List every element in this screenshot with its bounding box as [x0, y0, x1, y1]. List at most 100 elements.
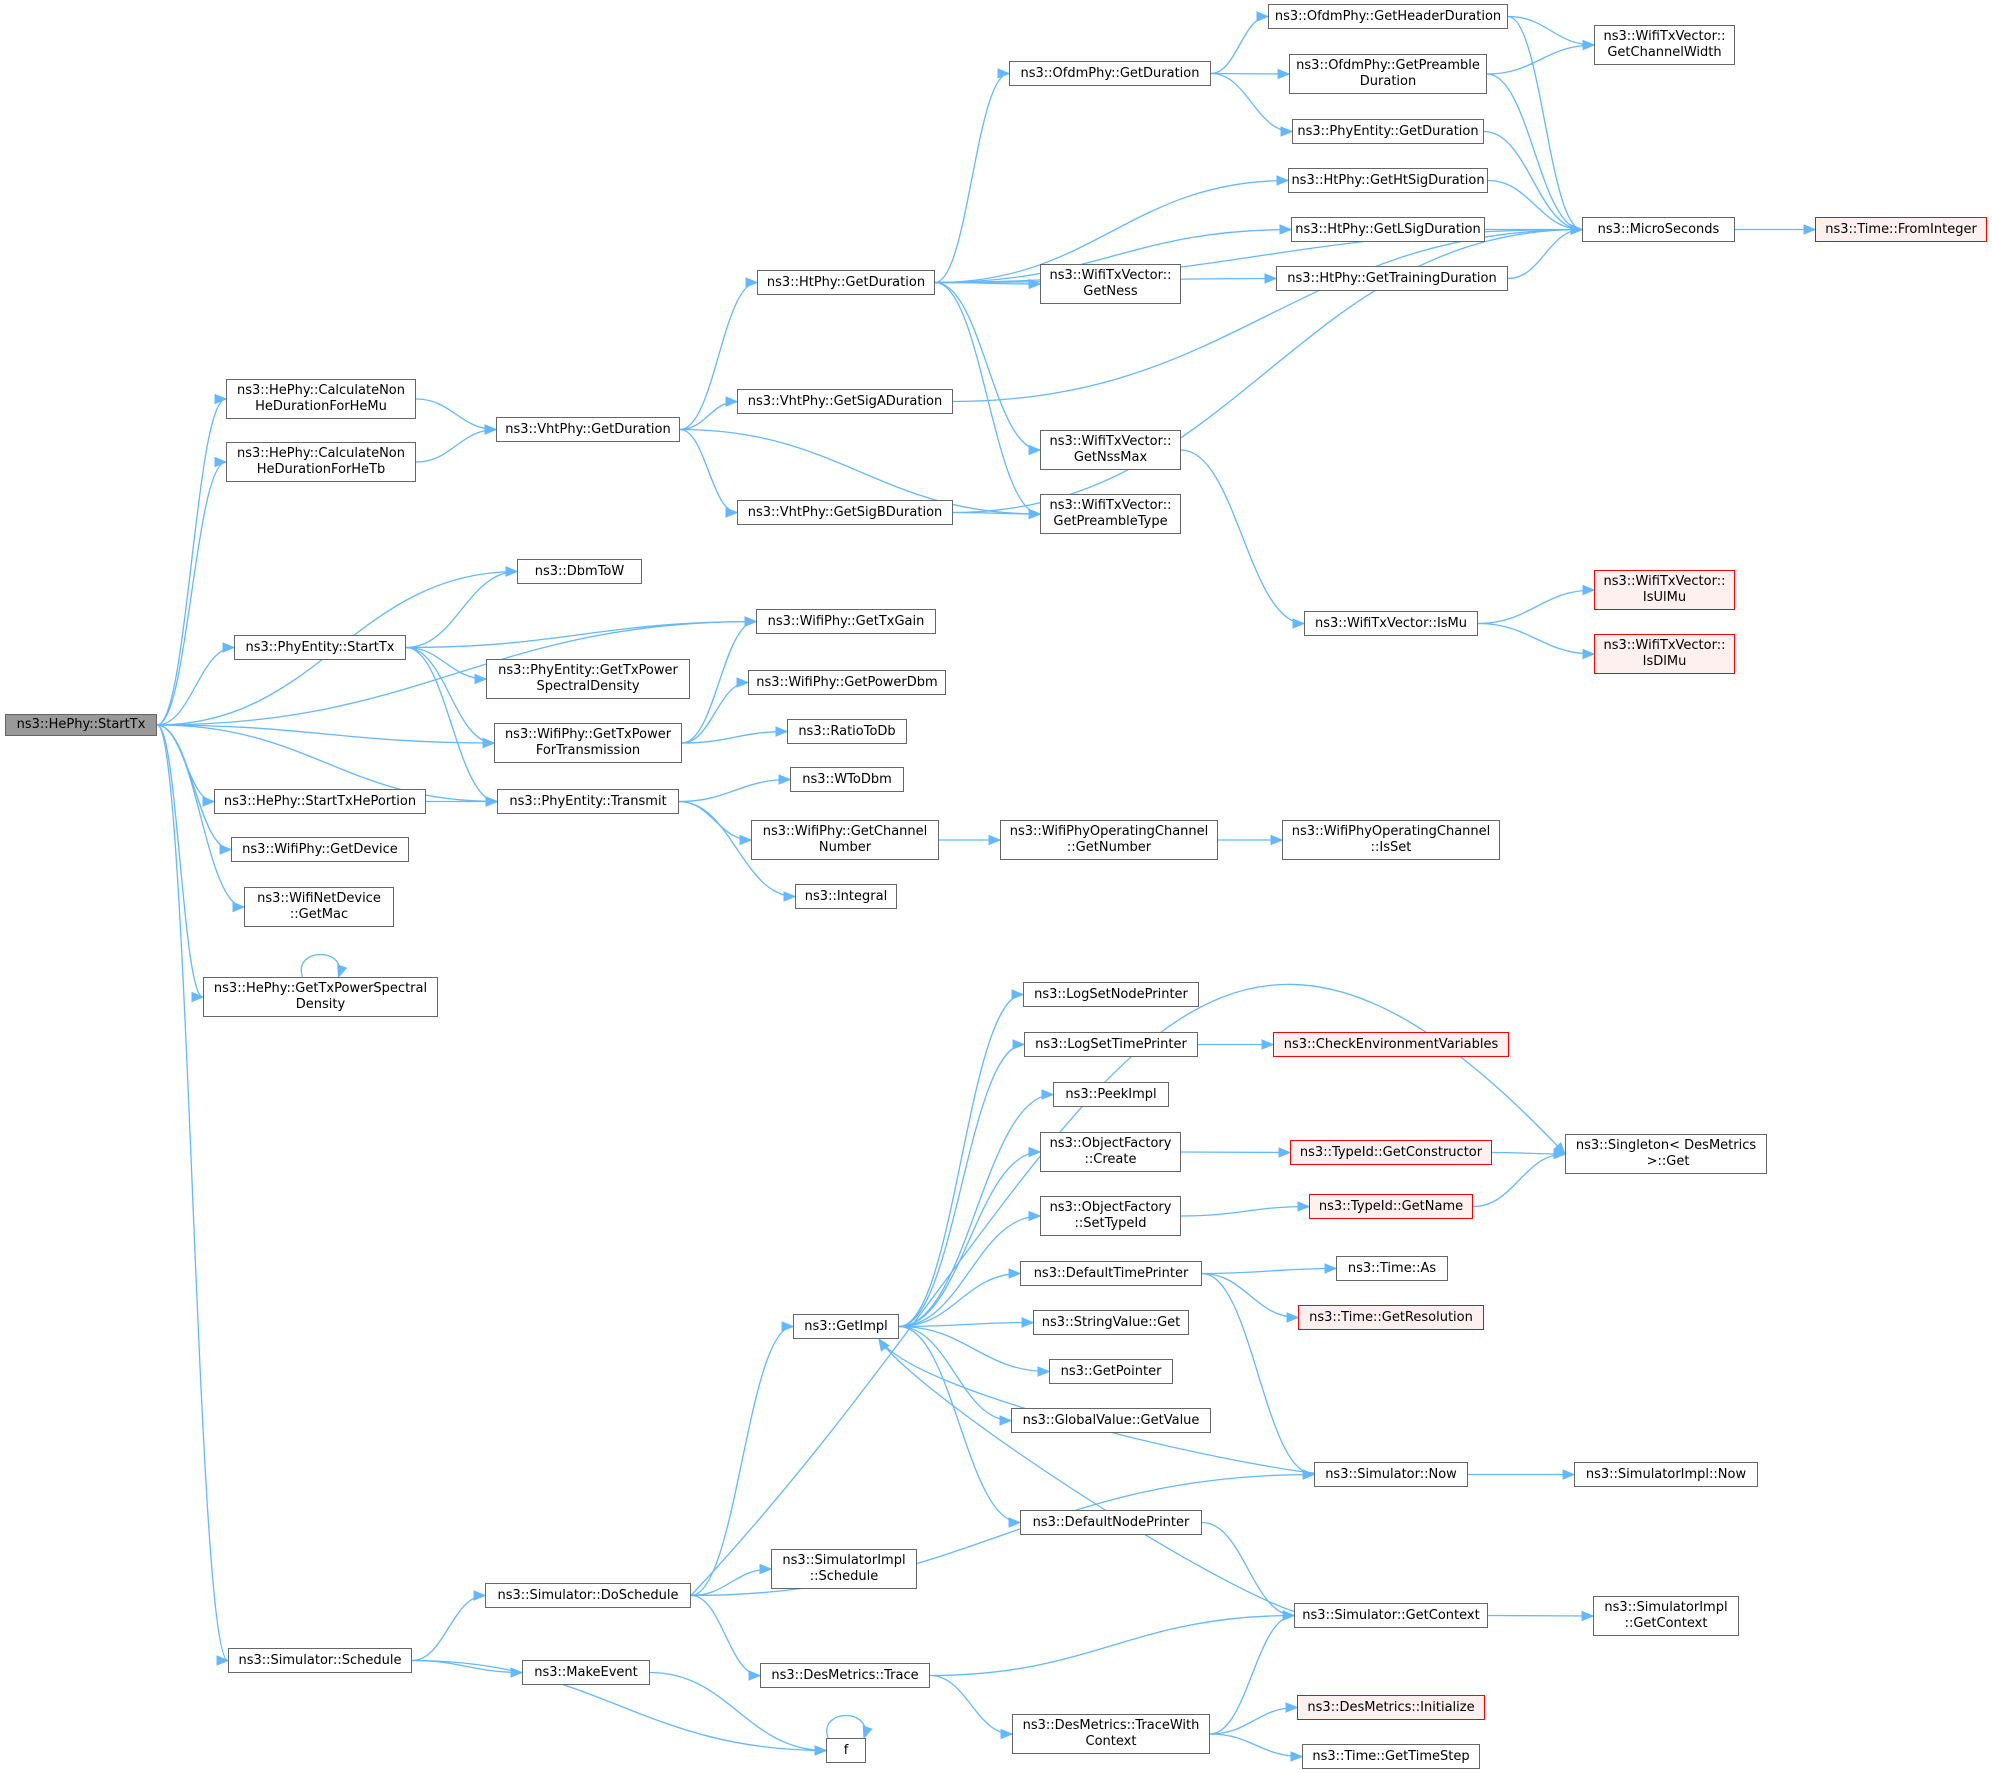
edge-arrowhead [337, 964, 348, 979]
node-simulator-doschedule[interactable]: ns3::Simulator::DoSchedule [485, 1583, 691, 1608]
node-typeid-getname[interactable]: ns3::TypeId::GetName [1309, 1194, 1473, 1219]
node-wifiphyoperatingchannel-isset[interactable]: ns3::WifiPhyOperatingChannel ::IsSet [1282, 820, 1500, 860]
node-calculate-nonhe-duration-for-he-mu[interactable]: ns3::HePhy::CalculateNon HeDurationForHe… [226, 379, 416, 419]
node-wifitxvector-getpreambletype[interactable]: ns3::WifiTxVector:: GetPreambleType [1040, 494, 1181, 534]
edge-58 [411, 1594, 486, 1662]
edge-62 [690, 1325, 794, 1597]
node-typeid-getconstructor[interactable]: ns3::TypeId::GetConstructor [1290, 1140, 1492, 1165]
edge-arrowhead [1297, 1201, 1311, 1212]
node-wifitxvector-ismu[interactable]: ns3::WifiTxVector::IsMu [1304, 611, 1478, 636]
node-phyentity-gettxpowerspectraldensity[interactable]: ns3::PhyEntity::GetTxPower SpectralDensi… [486, 659, 690, 699]
edge-arrowhead [775, 726, 789, 737]
edge-50 [1483, 130, 1583, 231]
node-time-gettimestep[interactable]: ns3::Time::GetTimeStep [1302, 1744, 1480, 1769]
node-wifiphy-getchannelnumber[interactable]: ns3::WifiPhy::GetChannel Number [751, 820, 939, 860]
edge-arrowhead [1286, 1312, 1300, 1323]
node-objectfactory-create[interactable]: ns3::ObjectFactory ::Create [1040, 1132, 1181, 1172]
edge-arrowhead [1582, 648, 1596, 660]
node-vhtphy-getsigbduration[interactable]: ns3::VhtPhy::GetSigBDuration [737, 500, 953, 525]
node-stringvalue-get[interactable]: ns3::StringValue::Get [1033, 1310, 1189, 1335]
node-simulatorimpl-getcontext[interactable]: ns3::SimulatorImpl ::GetContext [1593, 1596, 1739, 1636]
node-phyentity-getduration[interactable]: ns3::PhyEntity::GetDuration [1292, 119, 1484, 144]
node-desmetrics-initialize[interactable]: ns3::DesMetrics::Initialize [1297, 1695, 1485, 1720]
node-phyentity-transmit[interactable]: ns3::PhyEntity::Transmit [497, 789, 679, 814]
node-wifitxvector-isdlmu[interactable]: ns3::WifiTxVector:: IsDlMu [1594, 634, 1735, 674]
node-desmetrics-trace[interactable]: ns3::DesMetrics::Trace [760, 1663, 930, 1688]
edge-26 [681, 730, 788, 744]
node-time-frominteger[interactable]: ns3::Time::FromInteger [1815, 217, 1987, 242]
node-wifiphy-gettxpowerfortransmission[interactable]: ns3::WifiPhy::GetTxPower ForTransmission [494, 723, 682, 763]
node-time-as[interactable]: ns3::Time::As [1336, 1256, 1448, 1281]
edge-47 [1507, 15, 1583, 231]
node-logsettimeprinter[interactable]: ns3::LogSetTimePrinter [1024, 1032, 1198, 1057]
node-simulator-now[interactable]: ns3::Simulator::Now [1314, 1462, 1468, 1487]
node-wifiphy-gettxgain[interactable]: ns3::WifiPhy::GetTxGain [756, 609, 936, 634]
node-vhtphy-getduration[interactable]: ns3::VhtPhy::GetDuration [496, 417, 680, 442]
edge-12 [415, 398, 497, 431]
node-ofdmphy-getheaderduration[interactable]: ns3::OfdmPhy::GetHeaderDuration [1268, 4, 1508, 29]
edge-arrowhead [1278, 1147, 1292, 1158]
edge-arrowhead [1582, 39, 1596, 51]
node-logsetnodeprinter[interactable]: ns3::LogSetNodePrinter [1023, 982, 1199, 1007]
node-makeevent[interactable]: ns3::MakeEvent [522, 1660, 650, 1685]
node-integral[interactable]: ns3::Integral [795, 884, 897, 909]
node-htphy-getduration[interactable]: ns3::HtPhy::GetDuration [757, 270, 935, 295]
edge-arrowhead [1261, 1039, 1275, 1050]
node-wifitxvector-getchannelwidth[interactable]: ns3::WifiTxVector:: GetChannelWidth [1594, 25, 1735, 65]
node-checkenvironmentvariables[interactable]: ns3::CheckEnvironmentVariables [1273, 1032, 1509, 1057]
edge-arrowhead [1000, 1728, 1014, 1740]
node-time-getresolution[interactable]: ns3::Time::GetResolution [1298, 1305, 1484, 1330]
node-wifiphyoperatingchannel-getnumber[interactable]: ns3::WifiPhyOperatingChannel ::GetNumber [1000, 820, 1218, 860]
node-htphy-getlsigduration[interactable]: ns3::HtPhy::GetLSigDuration [1291, 217, 1485, 242]
edge-8 [156, 724, 232, 851]
edge-arrowhead [745, 277, 759, 288]
edge-arrowhead [1270, 834, 1284, 846]
node-hephy-starttx[interactable]: ns3::HePhy::StartTx [5, 714, 157, 736]
node-wifiphy-getdevice[interactable]: ns3::WifiPhy::GetDevice [231, 837, 409, 862]
node-vhtphy-getsigaduration[interactable]: ns3::VhtPhy::GetSigADuration [737, 389, 953, 414]
edge-77 [898, 1272, 1021, 1328]
node-getpointer[interactable]: ns3::GetPointer [1049, 1359, 1173, 1384]
node-htphy-gethtsigduration[interactable]: ns3::HtPhy::GetHtSigDuration [1288, 168, 1488, 193]
node-dbmtow[interactable]: ns3::DbmToW [517, 559, 642, 584]
node-getimpl[interactable]: ns3::GetImpl [793, 1314, 899, 1339]
node-htphy-gettrainingduration[interactable]: ns3::HtPhy::GetTrainingDuration [1276, 266, 1508, 291]
edge-83 [1180, 1151, 1291, 1154]
node-singleton-desmetrics-get[interactable]: ns3::Singleton< DesMetrics >::Get [1565, 1134, 1767, 1174]
edge-arrowhead [1292, 618, 1306, 629]
edge-66 [690, 983, 1566, 1596]
edge-1 [156, 461, 227, 726]
edge-arrowhead [1803, 224, 1817, 235]
node-wifitxvector-isulmu[interactable]: ns3::WifiTxVector:: IsUlMu [1594, 570, 1735, 610]
node-ofdmphy-getduration[interactable]: ns3::OfdmPhy::GetDuration [1009, 61, 1211, 86]
node-defaulttimeprinter[interactable]: ns3::DefaultTimePrinter [1020, 1261, 1202, 1286]
node-hephy-starttxheportion[interactable]: ns3::HePhy::StartTxHePortion [214, 789, 426, 814]
node-microseconds[interactable]: ns3::MicroSeconds [1582, 217, 1735, 242]
node-simulatorimpl-now[interactable]: ns3::SimulatorImpl::Now [1574, 1462, 1758, 1487]
node-ofdmphy-getpreambleduration[interactable]: ns3::OfdmPhy::GetPreamble Duration [1289, 54, 1487, 94]
node-ratiotodb[interactable]: ns3::RatioToDb [787, 719, 907, 744]
node-f[interactable]: f [826, 1738, 866, 1763]
node-defaultnodeprinter[interactable]: ns3::DefaultNodePrinter [1020, 1510, 1202, 1535]
edge-arrowhead [988, 834, 1002, 846]
node-desmetrics-tracewithcontext[interactable]: ns3::DesMetrics::TraceWith Context [1012, 1714, 1210, 1754]
edge-arrowhead [999, 1415, 1013, 1426]
edge-arrowhead [1553, 1148, 1567, 1160]
node-wifiphy-getpowerdbm[interactable]: ns3::WifiPhy::GetPowerDbm [748, 670, 946, 695]
node-simulator-schedule[interactable]: ns3::Simulator::Schedule [228, 1648, 412, 1673]
node-hephy-gettxpowerspectraldensity[interactable]: ns3::HePhy::GetTxPowerSpectral Density [203, 977, 438, 1017]
node-simulatorimpl-schedule[interactable]: ns3::SimulatorImpl ::Schedule [771, 1549, 917, 1589]
node-wifinetdevice-getmac[interactable]: ns3::WifiNetDevice ::GetMac [244, 887, 394, 927]
edge-arrowhead [1324, 1263, 1338, 1274]
node-wtodbm[interactable]: ns3::WToDbm [790, 767, 904, 792]
node-calculate-nonhe-duration-for-he-tb[interactable]: ns3::HePhy::CalculateNon HeDurationForHe… [226, 442, 416, 482]
node-objectfactory-settypeid[interactable]: ns3::ObjectFactory ::SetTypeId [1040, 1196, 1181, 1236]
node-phyentity-starttx[interactable]: ns3::PhyEntity::StartTx [234, 635, 406, 660]
edge-arrowhead [997, 68, 1011, 79]
node-wifitxvector-getness[interactable]: ns3::WifiTxVector:: GetNess [1040, 264, 1181, 304]
node-peekimpl[interactable]: ns3::PeekImpl [1053, 1082, 1169, 1107]
node-globalvalue-getvalue[interactable]: ns3::GlobalValue::GetValue [1011, 1408, 1211, 1433]
node-simulator-getcontext[interactable]: ns3::Simulator::GetContext [1294, 1603, 1488, 1628]
edge-67 [929, 1614, 1295, 1677]
node-wifitxvector-getnssmax[interactable]: ns3::WifiTxVector:: GetNssMax [1040, 430, 1181, 470]
